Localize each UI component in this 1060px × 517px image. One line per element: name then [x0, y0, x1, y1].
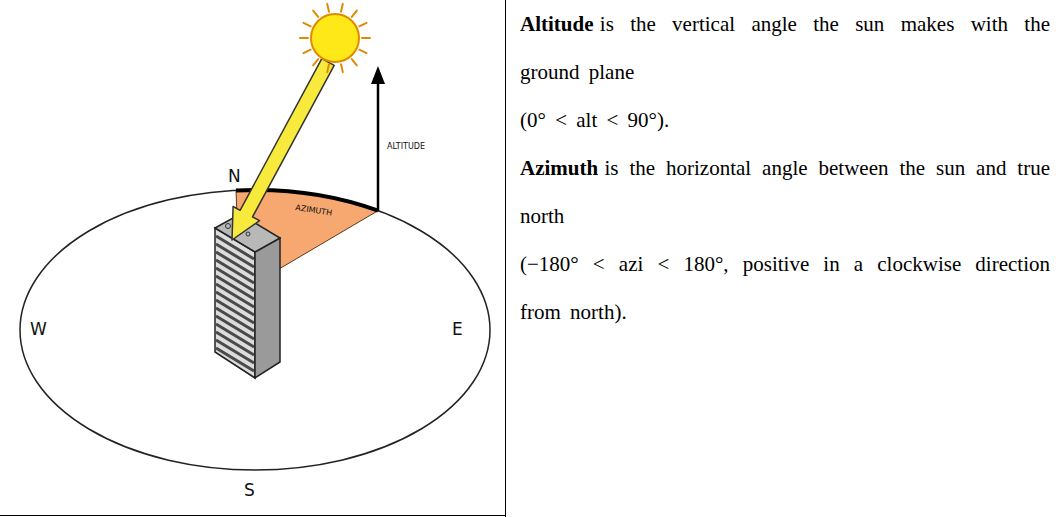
- sun-ray: [303, 23, 310, 26]
- altitude-arrow: [377, 80, 380, 211]
- altitude-arrowhead: [371, 66, 385, 84]
- sun-ray: [313, 59, 318, 65]
- compass-label: E: [452, 321, 463, 338]
- table-border: [0, 515, 505, 516]
- sun-ray: [352, 59, 357, 65]
- roof-mark: [226, 224, 231, 229]
- sun-ray: [303, 50, 310, 53]
- sun-ray-arrow: [232, 59, 334, 240]
- definition: is the horizontal angle between the sun …: [520, 156, 1050, 228]
- sun-ray: [313, 11, 318, 17]
- sun-ray: [300, 37, 308, 39]
- sun-ray: [352, 11, 357, 17]
- definition-paragraph: (0° < alt < 90°).: [520, 96, 1050, 144]
- definition-paragraph: (−180° < azi < 180°, positive in a clock…: [520, 240, 1050, 336]
- sun-rays: [300, 4, 370, 72]
- table-border: [505, 0, 506, 517]
- definition-paragraph: Azimuthis the horizontal angle between t…: [520, 144, 1050, 240]
- sun-ray: [341, 64, 343, 72]
- compass-label: S: [244, 482, 255, 499]
- definition-paragraph: Altitudeis the vertical angle the sun ma…: [520, 0, 1050, 96]
- building: [215, 214, 280, 378]
- term: Altitude: [520, 12, 594, 36]
- ground-plane: [20, 190, 490, 470]
- sun-ray: [362, 37, 370, 39]
- angle-label: ALTITUDE: [387, 143, 425, 151]
- building-stripes: [216, 236, 254, 371]
- sun-ray: [327, 4, 329, 12]
- building-stripe: [216, 348, 254, 371]
- sun-ray: [359, 23, 366, 26]
- definition: is the vertical angle the sun makes with…: [520, 12, 1050, 84]
- definition-text: Altitudeis the vertical angle the sun ma…: [520, 0, 1050, 336]
- definition: (0° < alt < 90°).: [520, 108, 669, 132]
- term: Azimuth: [520, 156, 598, 180]
- sun-ray: [327, 64, 329, 72]
- building-front: [215, 228, 255, 378]
- compass-label: N: [228, 168, 241, 185]
- compass-label: W: [30, 321, 47, 338]
- building-side: [255, 238, 280, 378]
- sun: [311, 14, 359, 62]
- sun-ray: [341, 4, 343, 12]
- sun-ray: [359, 50, 366, 53]
- roof-mark: [246, 232, 250, 236]
- definition: (−180° < azi < 180°, positive in a clock…: [520, 252, 1050, 324]
